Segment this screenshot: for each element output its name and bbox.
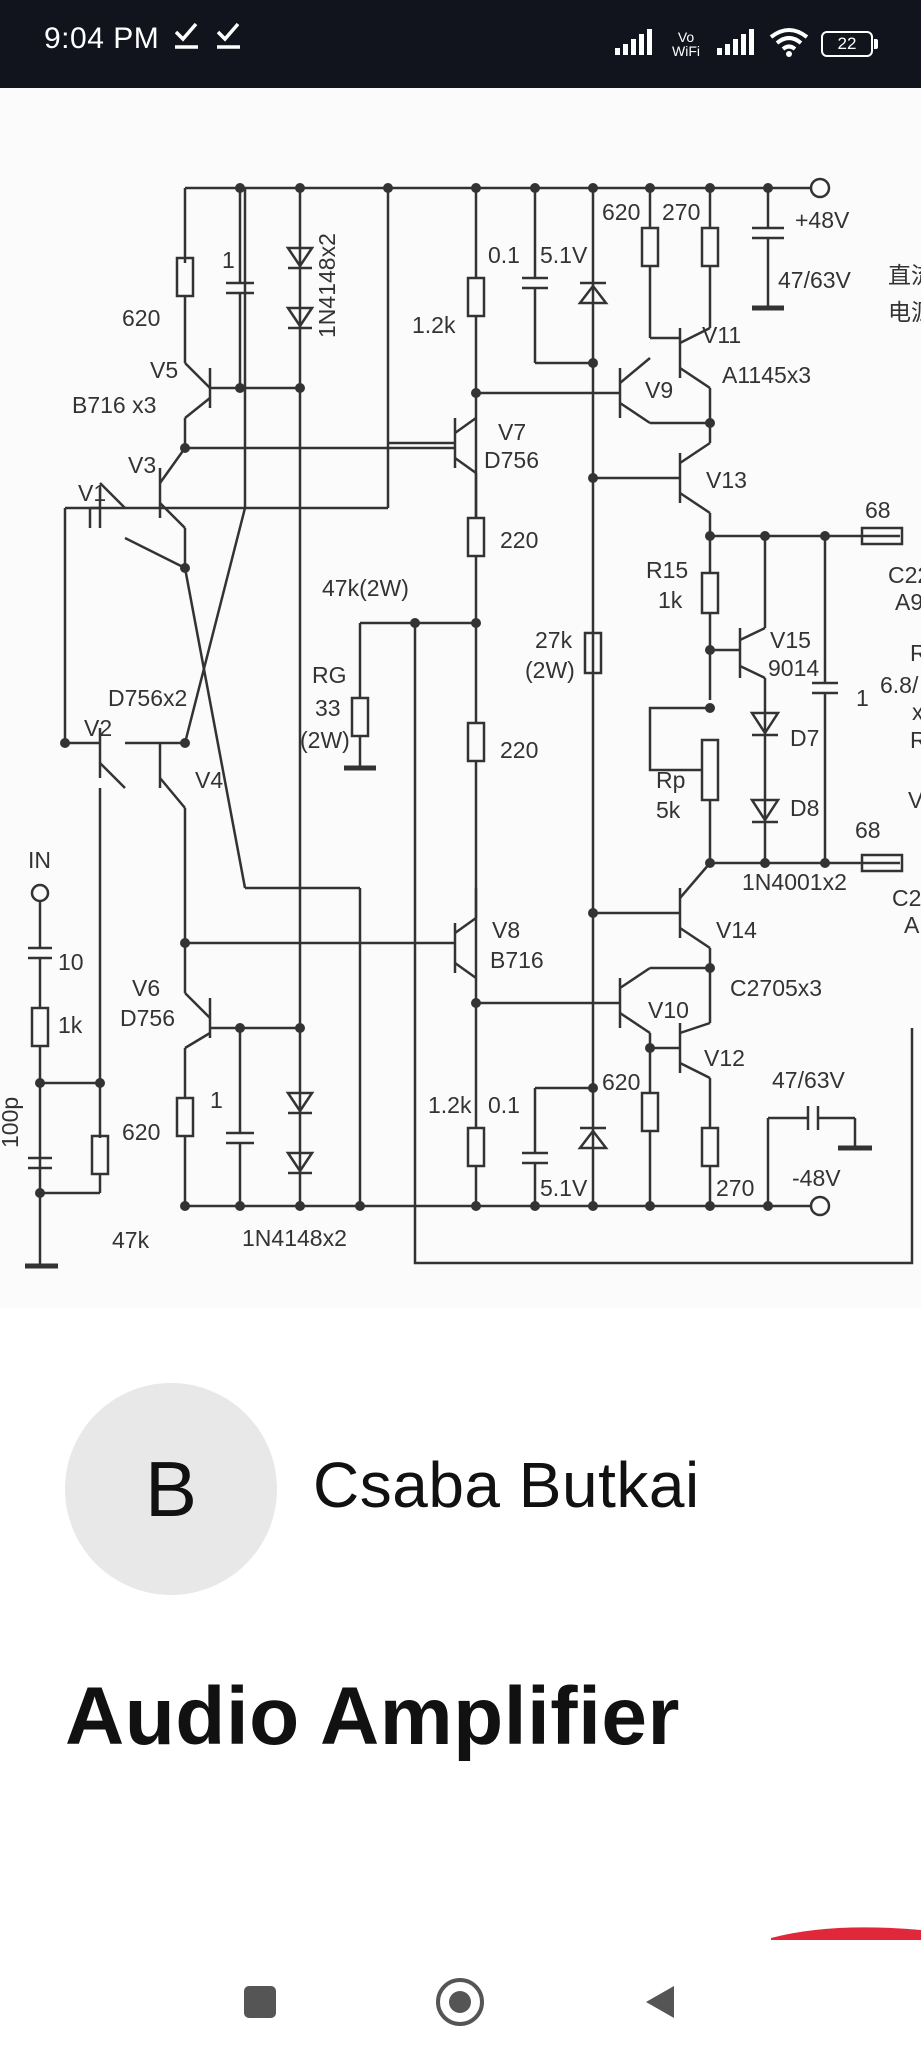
label-c10: 10	[58, 949, 84, 975]
label-d8: D8	[790, 795, 819, 821]
label-v10: V10	[648, 997, 689, 1023]
label-c01-top: 0.1	[488, 242, 520, 268]
label-cap-pos: 47/63V	[778, 267, 852, 293]
label-r27k: 27k	[535, 627, 573, 653]
label-v8: V8	[492, 917, 520, 943]
post-title: Audio Amplifier	[65, 1671, 680, 1762]
status-icons: Vo WiFi 22	[615, 22, 878, 66]
label-r620-r: 620	[602, 1069, 640, 1095]
label-d-mid: 1N4001x2	[742, 869, 847, 895]
label-cut-r: R	[910, 640, 921, 666]
author-name[interactable]: Csaba Butkai	[313, 1449, 700, 1521]
circuit-diagram: +48V 47/63V 直流 电源 620 270 0.1 5.1V 1 1N4…	[0, 177, 921, 1269]
post-image-schematic[interactable]: +48V 47/63V 直流 电源 620 270 0.1 5.1V 1 1N4…	[0, 88, 921, 1308]
label-r620-left: 620	[122, 305, 160, 331]
system-nav-bar	[0, 1948, 921, 2048]
label-rg: RG	[312, 662, 347, 688]
label-v6: V6	[132, 975, 160, 1001]
label-v5: V5	[150, 357, 178, 383]
label-r270-bot: 270	[716, 1175, 754, 1201]
label-r47k: 47k(2W)	[322, 575, 409, 601]
label-c100p: 100p	[0, 1097, 23, 1148]
label-d-top: 1N4148x2	[314, 233, 340, 338]
label-v14: V14	[716, 917, 757, 943]
label-v15: V15	[770, 627, 811, 653]
label-r68-b: 68	[855, 817, 881, 843]
vowifi-top-label: Vo	[677, 29, 695, 45]
label-rg2w: (2W)	[300, 727, 350, 753]
label-in: IN	[28, 847, 51, 873]
label-cjk2: 电源	[888, 299, 921, 325]
label-z51-bot: 5.1V	[540, 1175, 588, 1201]
label-c2705: C2705x3	[730, 975, 822, 1001]
label-v13: V13	[706, 467, 747, 493]
check-download-icon	[172, 18, 202, 60]
status-time: 9:04 PM	[44, 22, 160, 55]
label-r220-b: 220	[500, 737, 538, 763]
label-d756-v7: D756	[484, 447, 539, 473]
label-v4: V4	[195, 767, 223, 793]
label-v11: V11	[702, 322, 741, 348]
label-r15v: 1k	[658, 587, 683, 613]
label-r12k-top: 1.2k	[412, 312, 456, 338]
label-d756-v6: D756	[120, 1005, 175, 1031]
back-triangle-icon[interactable]	[628, 1970, 692, 2034]
label-r220-a: 220	[500, 527, 538, 553]
label-rp: Rp	[656, 767, 685, 793]
label-v2: V2	[84, 715, 112, 741]
label-z51-top: 5.1V	[540, 242, 588, 268]
label-r1k-in: 1k	[58, 1012, 83, 1038]
label-c1-mid: 1	[856, 685, 869, 711]
label-r15: R15	[646, 557, 688, 583]
label-r12k-bot: 1.2k	[428, 1092, 472, 1118]
label-a1145x3: A1145x3	[722, 362, 811, 388]
wifi-icon	[769, 27, 809, 62]
label-cut-a9: A9	[895, 589, 921, 615]
label-v7: V7	[498, 419, 526, 445]
label-c1-top: 1	[222, 247, 235, 273]
label-b716: B716	[490, 947, 544, 973]
battery-icon: 22	[821, 31, 878, 57]
label-v3: V3	[128, 452, 156, 478]
label-d-bot: 1N4148x2	[242, 1225, 347, 1251]
avatar-letter: B	[144, 1444, 198, 1533]
label-cut-c2: C2	[892, 885, 921, 911]
label-cut-c22: C22	[888, 562, 921, 588]
label-c1-bot: 1	[210, 1087, 223, 1113]
label-r47k-in: 47k	[112, 1227, 150, 1253]
label-v12: V12	[704, 1045, 745, 1071]
label-r68-a: 68	[865, 497, 891, 523]
label-c01-bot: 0.1	[488, 1092, 520, 1118]
label-cut-v: V	[908, 787, 921, 813]
label-r620-top: 620	[602, 199, 640, 225]
avatar[interactable]: B	[65, 1383, 277, 1595]
label-supply-neg: -48V	[792, 1165, 841, 1191]
label-cut-68: 6.8/	[880, 672, 919, 698]
label-d7: D7	[790, 725, 819, 751]
signal-icon-2	[717, 28, 757, 60]
label-cut-r2: R	[910, 727, 921, 753]
label-cap-neg: 47/63V	[772, 1067, 846, 1093]
vowifi-bottom-label: WiFi	[672, 43, 700, 59]
label-v15t: 9014	[768, 655, 819, 681]
label-supply-pos: +48V	[795, 207, 850, 233]
label-b716x3: B716 x3	[72, 392, 156, 418]
home-circle-icon[interactable]	[428, 1970, 492, 2034]
label-r27k-w: (2W)	[525, 657, 575, 683]
label-r620-bot: 620	[122, 1119, 160, 1145]
status-bar: 9:04 PM Vo WiFi 22	[0, 0, 921, 88]
recents-square-icon[interactable]	[228, 1970, 292, 2034]
vowifi-indicator: Vo WiFi	[667, 30, 705, 58]
label-d756x2: D756x2	[108, 685, 187, 711]
label-rp5k: 5k	[656, 797, 681, 823]
label-rg33: 33	[315, 695, 341, 721]
signal-icon	[615, 28, 655, 60]
label-cjk1: 直流	[888, 262, 921, 288]
label-cut-x: x	[912, 699, 921, 725]
label-v9: V9	[645, 377, 673, 403]
label-r270-top: 270	[662, 199, 700, 225]
check-download-icon	[214, 18, 244, 60]
label-cut-a: A	[904, 912, 920, 938]
label-v1: V1	[78, 480, 106, 506]
